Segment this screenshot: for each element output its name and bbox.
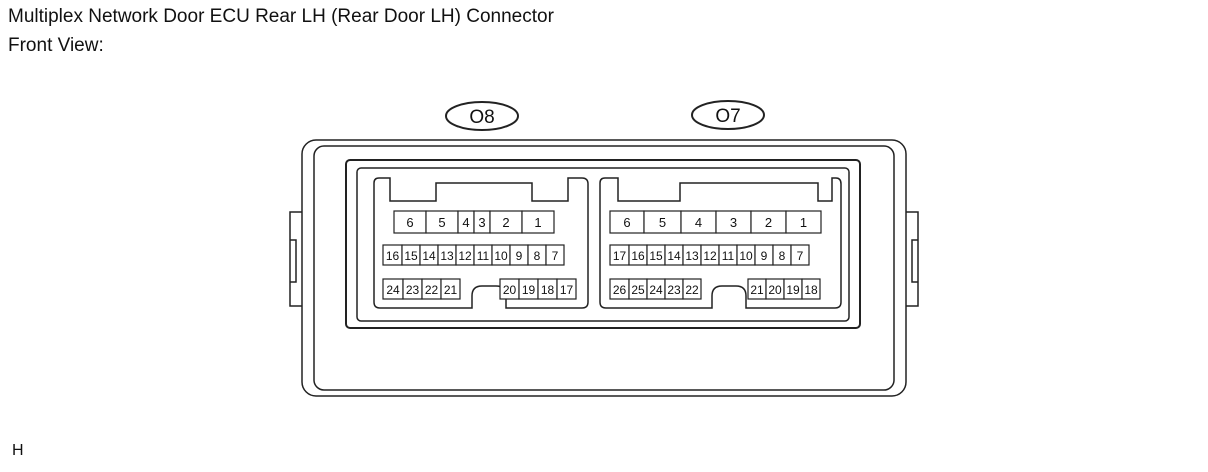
connector-label-o8: O8 bbox=[445, 101, 519, 131]
pin-cell bbox=[545, 244, 565, 266]
pin-cell bbox=[785, 210, 822, 234]
pin-number: 19 bbox=[522, 283, 536, 297]
pin-number: 14 bbox=[422, 249, 436, 263]
pin-number: 11 bbox=[722, 249, 735, 263]
connector-id-o8: O8 bbox=[469, 107, 494, 128]
pin-number: 25 bbox=[631, 283, 645, 297]
pin-number: 21 bbox=[444, 283, 458, 297]
pin-number: 10 bbox=[494, 249, 508, 263]
pin-number: 13 bbox=[685, 249, 699, 263]
cavity-outline-o8 bbox=[373, 177, 589, 309]
pin-number: 4 bbox=[695, 215, 702, 230]
pin-number: 16 bbox=[386, 249, 400, 263]
pin-number: 16 bbox=[631, 249, 645, 263]
pin-number: 15 bbox=[404, 249, 418, 263]
pin-number: 5 bbox=[659, 215, 666, 230]
pin-number: 5 bbox=[438, 215, 445, 230]
cavity-outline-o7 bbox=[599, 177, 842, 309]
pin-number: 12 bbox=[703, 249, 717, 263]
pin-number: 24 bbox=[386, 283, 400, 297]
pin-number: 2 bbox=[502, 215, 509, 230]
pin-cell bbox=[440, 278, 461, 300]
pin-number: 23 bbox=[667, 283, 681, 297]
pin-number: 6 bbox=[406, 215, 413, 230]
pin-number: 22 bbox=[685, 283, 699, 297]
pin-cell bbox=[682, 278, 702, 300]
connector-housing bbox=[289, 139, 919, 397]
pin-number: 7 bbox=[552, 249, 559, 263]
pin-number: 3 bbox=[478, 215, 485, 230]
pin-number: 10 bbox=[739, 249, 753, 263]
pin-cell bbox=[801, 278, 821, 300]
pin-number: 8 bbox=[779, 249, 786, 263]
pin-number: 9 bbox=[516, 249, 523, 263]
connector-label-o7: O7 bbox=[691, 100, 765, 130]
pin-number: 1 bbox=[534, 215, 541, 230]
pin-number: 4 bbox=[462, 215, 469, 230]
pin-number: 22 bbox=[425, 283, 439, 297]
pin-number: 13 bbox=[440, 249, 454, 263]
view-label: Front View: bbox=[8, 35, 104, 56]
pin-number: 20 bbox=[768, 283, 782, 297]
pin-number: 21 bbox=[750, 283, 764, 297]
pin-number: 9 bbox=[761, 249, 768, 263]
pin-number: 7 bbox=[797, 249, 804, 263]
pin-number: 17 bbox=[613, 249, 627, 263]
pin-number: 11 bbox=[477, 249, 490, 263]
pin-number: 8 bbox=[534, 249, 541, 263]
pin-number: 3 bbox=[730, 215, 737, 230]
pin-number: 17 bbox=[560, 283, 574, 297]
pin-number: 20 bbox=[503, 283, 517, 297]
pin-number: 14 bbox=[667, 249, 681, 263]
pin-number: 18 bbox=[541, 283, 555, 297]
pin-number: 23 bbox=[406, 283, 420, 297]
pin-number: 1 bbox=[800, 215, 807, 230]
connector-id-o7: O7 bbox=[715, 106, 740, 127]
pin-number: 18 bbox=[804, 283, 818, 297]
pin-number: 15 bbox=[649, 249, 663, 263]
pin-number: 2 bbox=[765, 215, 772, 230]
footer-code: H bbox=[12, 442, 24, 459]
pin-number: 19 bbox=[786, 283, 800, 297]
pin-cell bbox=[790, 244, 810, 266]
pin-number: 12 bbox=[458, 249, 472, 263]
pin-cell bbox=[521, 210, 555, 234]
pin-number: 24 bbox=[649, 283, 663, 297]
pin-number: 6 bbox=[623, 215, 630, 230]
pin-cell bbox=[556, 278, 577, 300]
diagram-title: Multiplex Network Door ECU Rear LH (Rear… bbox=[8, 6, 554, 27]
pin-number: 26 bbox=[613, 283, 627, 297]
